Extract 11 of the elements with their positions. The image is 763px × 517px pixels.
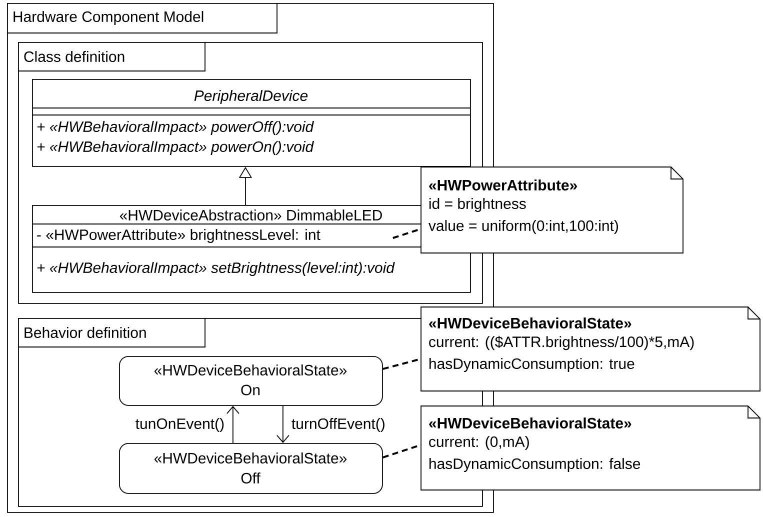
arrow: [226, 406, 240, 444]
connector: [382, 444, 422, 458]
note-box: «HWDeviceBehavioralState» current: (($ATTR.brightness/100)*5,mA) hasDynamicConsumption: true: [420, 306, 760, 392]
state-box: «HWDeviceBehavioralState» On: [119, 356, 383, 406]
state-box: «HWDeviceBehavioralState» Off: [119, 443, 383, 494]
edge-label: tunOnEvent(): [134, 417, 226, 433]
note-box: «HWPowerAttribute» id = brightness value = uniform(0:int,100:int): [420, 166, 684, 254]
class-box: PeripheralDevice + «HWBehavioralImpact» powerOff():void + «HWBehavioralImpact» powerOn():void: [32, 79, 471, 167]
arrow: [276, 405, 290, 443]
note-box: «HWDeviceBehavioralState» current: (0,mA) hasDynamicConsumption: false: [420, 406, 760, 490]
edge-label: turnOffEvent(): [290, 417, 386, 433]
